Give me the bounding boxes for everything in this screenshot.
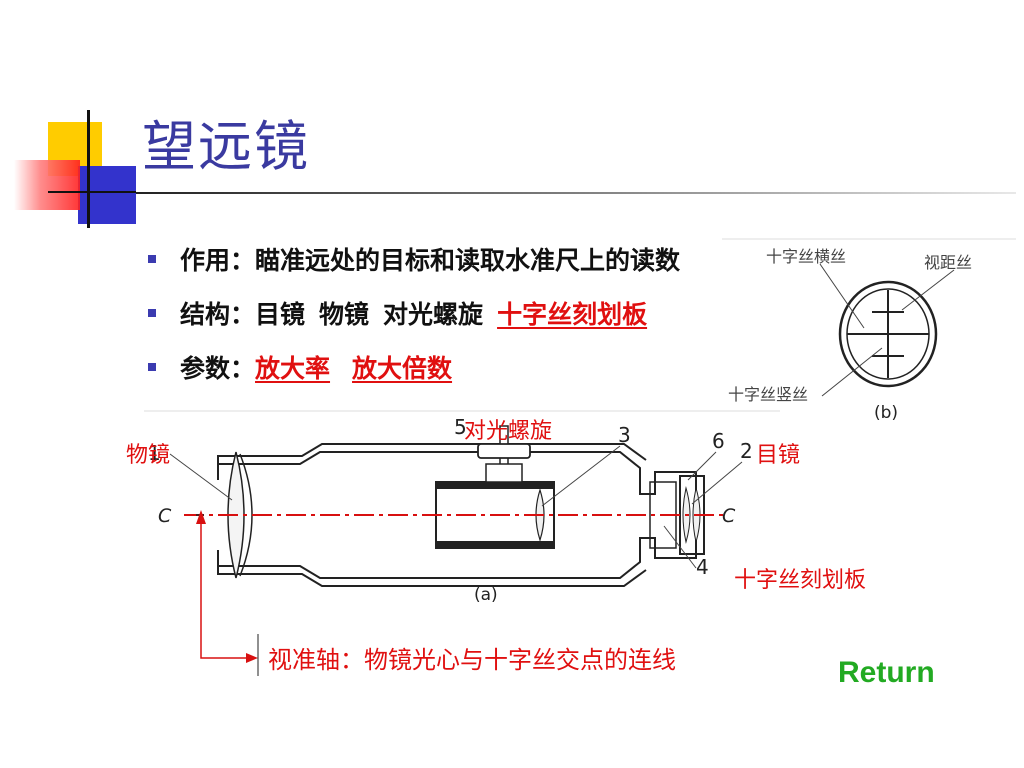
label-reticle-plate: 十字丝刻划板 [734, 568, 867, 593]
num-1: 1 [148, 441, 161, 465]
label-eyepiece: 目镜 [756, 443, 801, 468]
structure-reticle-link[interactable]: 十字丝刻划板 [497, 300, 648, 329]
structure-item-focus-knob: 对光螺旋 [383, 300, 484, 329]
label-stadia-hair: 视距丝 [924, 253, 972, 272]
num-4: 4 [696, 555, 709, 579]
structure-item-objective: 物镜 [319, 300, 370, 329]
param-magnification-times-link[interactable]: 放大倍数 [352, 354, 453, 383]
caption-b: (b) [874, 403, 898, 423]
label-vertical-hair: 十字丝竖丝 [728, 385, 808, 404]
bullet-structure: 结构： 目镜 物镜 对光螺旋 十字丝刻划板 [148, 286, 680, 340]
axis-label-left: C [158, 505, 172, 527]
page-title: 望远镜 [142, 115, 310, 178]
reticle-diagram: 十字丝横丝 视距丝 十字丝竖丝 (b) [722, 238, 1016, 423]
bullet-function-text: 作用：瞄准远处的目标和读取水准尺上的读数 [180, 246, 681, 275]
arrow-right-icon [246, 653, 258, 663]
return-button[interactable]: Return [838, 656, 935, 689]
bullet-list: 作用：瞄准远处的目标和读取水准尺上的读数 结构： 目镜 物镜 对光螺旋 十字丝刻… [148, 232, 680, 394]
leader-vertical [821, 347, 883, 397]
telescope-diagram: C C 5 3 6 2 4 1 (a) [144, 410, 780, 605]
reticle-outer-ring [838, 280, 938, 388]
param-magnification-link[interactable]: 放大率 [255, 354, 331, 383]
axis-label-right: C [722, 505, 736, 527]
label-objective: 物镜 [126, 443, 171, 468]
tube-outline-bottom [217, 537, 697, 579]
label-focus-knob: 对光螺旋 [464, 419, 553, 444]
logo-horizontal-line [48, 191, 136, 193]
leader-horizontal [819, 263, 865, 329]
num-2: 2 [740, 439, 753, 463]
sight-axis-arrow [196, 510, 259, 676]
bullet-parameters-prefix: 参数： [180, 354, 256, 383]
label-horizontal-hair: 十字丝横丝 [766, 247, 846, 266]
logo-red-square [14, 160, 80, 210]
bullet-function: 作用：瞄准远处的目标和读取水准尺上的读数 [148, 232, 680, 286]
logo-vertical-line [87, 110, 90, 228]
arrow-up-icon [196, 510, 206, 524]
label-sight-axis: 视准轴：物镜光心与十字丝交点的连线 [268, 646, 676, 674]
bullet-structure-prefix: 结构： [180, 300, 256, 329]
bullet-marker-icon [148, 309, 156, 317]
num-6: 6 [712, 429, 725, 453]
leader-stadia [901, 269, 955, 311]
bullet-marker-icon [148, 363, 156, 371]
tube-outline-top [217, 451, 697, 495]
bullet-marker-icon [148, 255, 156, 263]
structure-item-eyepiece: 目镜 [255, 300, 306, 329]
tube-wall-top [217, 443, 647, 480]
num-5: 5 [454, 415, 467, 439]
bullet-parameters: 参数： 放大率 放大倍数 [148, 340, 680, 394]
tube-wall-bottom [217, 550, 647, 587]
title-divider [136, 192, 1016, 194]
focus-knob-icon [477, 443, 531, 459]
caption-a: (a) [474, 585, 498, 605]
num-3: 3 [618, 423, 631, 447]
